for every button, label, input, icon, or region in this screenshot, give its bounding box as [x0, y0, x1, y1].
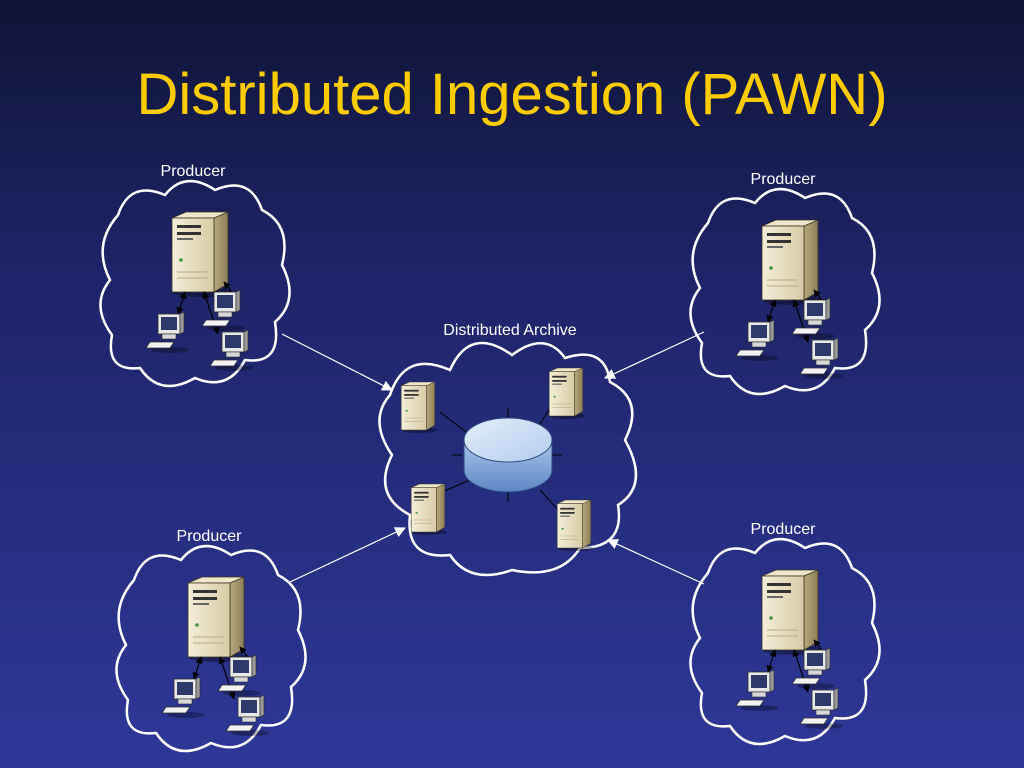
arrow-bottom-left	[289, 527, 406, 583]
producer-label: Producer	[751, 521, 817, 538]
archive-cloud: Distributed Archive	[378, 322, 638, 577]
producer-cloud-top-right: Producer	[689, 171, 881, 396]
workstation-icon	[225, 694, 270, 737]
archive-server-icon	[400, 381, 438, 434]
archive-server-icon	[556, 499, 594, 552]
arrow-top-right	[604, 331, 705, 379]
workstation-icon	[209, 329, 254, 372]
slide-title: Distributed Ingestion (PAWN)	[136, 62, 888, 127]
archive-server-icon	[548, 367, 586, 420]
archive-label: Distributed Archive	[443, 322, 576, 339]
producer-label: Producer	[161, 163, 227, 180]
archive-cloud-outline	[378, 341, 638, 577]
producer-server-icon	[761, 569, 823, 656]
producer-cloud-top-left: Producer	[99, 163, 291, 388]
workstation-icon	[161, 676, 206, 719]
producer-cloud-outline	[99, 180, 291, 388]
connector-arrows	[281, 331, 705, 585]
workstation-icon	[799, 687, 844, 730]
producer-cloud-bottom-right: Producer	[689, 521, 881, 746]
producer-cloud-outline	[115, 545, 307, 753]
producer-server-icon	[171, 211, 233, 298]
database-icon	[463, 417, 553, 493]
workstation-icon	[735, 319, 780, 362]
producer-label: Producer	[177, 528, 243, 545]
producer-server-icon	[187, 576, 249, 663]
archive-server-icon	[410, 483, 448, 536]
producer-cloud-outline	[689, 188, 881, 396]
producer-label: Producer	[751, 171, 817, 188]
arrow-top-left	[281, 333, 393, 391]
arrow-bottom-right	[607, 539, 705, 585]
producer-cloud-outline	[689, 538, 881, 746]
workstation-icon	[735, 669, 780, 712]
producer-cloud-bottom-left: Producer	[115, 528, 307, 753]
workstation-icon	[799, 337, 844, 380]
workstation-icon	[145, 311, 190, 354]
producer-server-icon	[761, 219, 823, 306]
